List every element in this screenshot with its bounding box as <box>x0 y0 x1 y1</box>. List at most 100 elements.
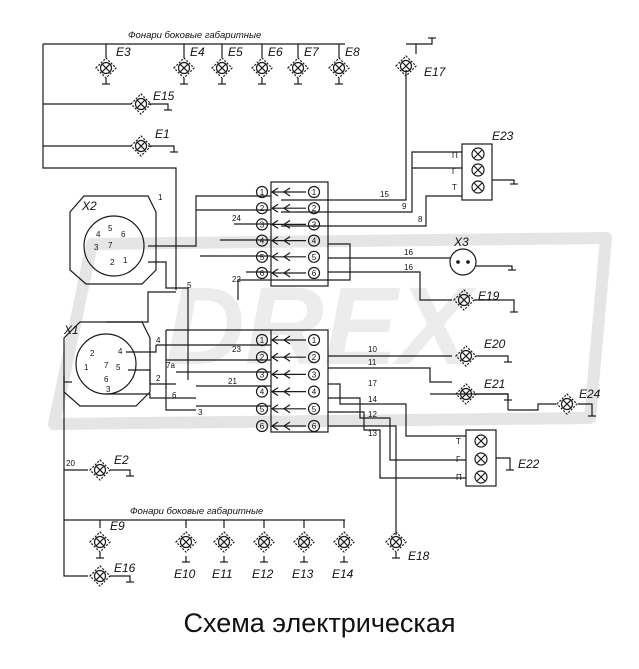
lamp-label: E21 <box>484 377 505 391</box>
lamp-housing-icon <box>175 531 197 553</box>
terminal-pin-icon <box>307 402 321 415</box>
wire-number: 11 <box>368 358 377 367</box>
connector-x2: X2 4 5 6 3 7 2 1 <box>69 195 157 285</box>
lamp-e9: E9 <box>89 519 125 553</box>
lamp-bulb-icon <box>177 61 191 75</box>
terminal-pin-icon <box>307 218 321 231</box>
terminal-number: 6 <box>312 422 317 431</box>
lamp-cross-icon <box>101 63 111 73</box>
lamp-label: E24 <box>579 387 601 401</box>
lamp-housing-icon <box>455 345 477 367</box>
terminal-pin-icon <box>307 333 321 347</box>
terminal-number: 4 <box>260 237 265 246</box>
lamp-e15: E15 <box>130 89 175 115</box>
terminal-socket-icon <box>255 368 269 381</box>
x2-pin: 7 <box>108 241 113 250</box>
lamp-housing-icon <box>89 531 111 553</box>
terminal-number: 2 <box>260 353 265 362</box>
terminal-number: 1 <box>312 336 317 345</box>
lamp-e4: E4 <box>173 45 205 79</box>
lamp-label: E1 <box>155 127 170 141</box>
x1-pin: 6 <box>104 375 109 384</box>
lamp-housing-icon <box>89 459 111 481</box>
wire-number: 16 <box>404 263 413 272</box>
lamp-bulb-icon <box>255 61 269 75</box>
lamp-bulb-icon <box>291 61 305 75</box>
x1-pin: 2 <box>90 349 95 358</box>
terminal-socket-icon <box>255 185 269 199</box>
x2-label: X2 <box>81 199 97 213</box>
terminal-number: 6 <box>312 269 317 278</box>
x2-pin: 2 <box>110 258 115 267</box>
lamp-cross-icon <box>461 351 471 361</box>
terminal-number: 5 <box>260 253 265 262</box>
terminal-pin-icon <box>307 185 321 199</box>
lamp-label: E14 <box>332 567 354 581</box>
lamp-bulb-icon <box>134 139 148 153</box>
lamp-cross-icon <box>293 63 303 73</box>
lamp-housing-icon <box>130 93 152 115</box>
lamp-cross-icon <box>219 537 229 547</box>
lamp-label: E12 <box>252 567 274 581</box>
lamp-bulb-icon <box>560 397 574 411</box>
lamp-cross-icon <box>334 63 344 73</box>
lamp-label: E4 <box>190 45 205 59</box>
lamp-bulb-icon <box>134 97 148 111</box>
lamp-housing-icon <box>211 57 233 79</box>
lamp-cross-icon <box>257 63 267 73</box>
wire-number: 21 <box>228 377 237 386</box>
e23-pin: Т <box>452 183 457 192</box>
lamp-housing-icon <box>287 57 309 79</box>
lamp-bulb-icon <box>459 387 473 401</box>
wire-number: 16 <box>404 248 413 257</box>
lamp-bulb-icon <box>217 535 231 549</box>
lamp-bulb-icon <box>459 349 473 363</box>
lamp-bulb-icon <box>93 569 107 583</box>
wire-number: 9 <box>402 202 407 211</box>
unit-e22: Т Г П E22 <box>456 429 540 487</box>
lamp-bulb-icon <box>93 463 107 477</box>
lamp-cross-icon <box>95 537 105 547</box>
wire-number: 8 <box>418 215 423 224</box>
lamp-e12: E12 <box>252 531 275 581</box>
header-side-lamps-bottom: Фонари боковые габаритные <box>130 506 263 517</box>
lamp-bulb-icon <box>332 61 346 75</box>
lamp-e17: E17 <box>395 55 447 79</box>
x2-pin: 4 <box>96 230 101 239</box>
lamp-cross-icon <box>299 537 309 547</box>
x1-pin: 7 <box>104 361 109 370</box>
lamp-label: E18 <box>408 549 430 563</box>
terminal-number: 1 <box>260 188 265 197</box>
lamp-cross-icon <box>459 295 469 305</box>
lamp-label: E10 <box>174 567 196 581</box>
x1-pin: 5 <box>116 363 121 372</box>
x1-label: X1 <box>63 323 79 337</box>
lamp-cross-icon <box>181 537 191 547</box>
x1-pin: 4 <box>118 347 123 356</box>
lamp-housing-icon <box>89 565 111 587</box>
terminal-number: 6 <box>260 422 265 431</box>
terminal-socket-icon <box>255 218 269 231</box>
lamp-bulb-icon <box>389 535 403 549</box>
terminal-number: 2 <box>260 204 265 213</box>
lamp-housing-icon <box>328 57 350 79</box>
terminal-blocks <box>270 181 329 433</box>
lamp-cross-icon <box>562 399 572 409</box>
wire-number: 4 <box>156 336 161 345</box>
terminal-socket-icon <box>255 351 269 364</box>
terminal-number: 4 <box>312 237 317 246</box>
lamp-bulb-icon <box>179 535 193 549</box>
lamp-e2: E2 <box>89 453 129 481</box>
wire-number: 12 <box>368 410 377 419</box>
terminal-pin-icon <box>307 250 321 263</box>
wire-number: 22 <box>232 275 241 284</box>
